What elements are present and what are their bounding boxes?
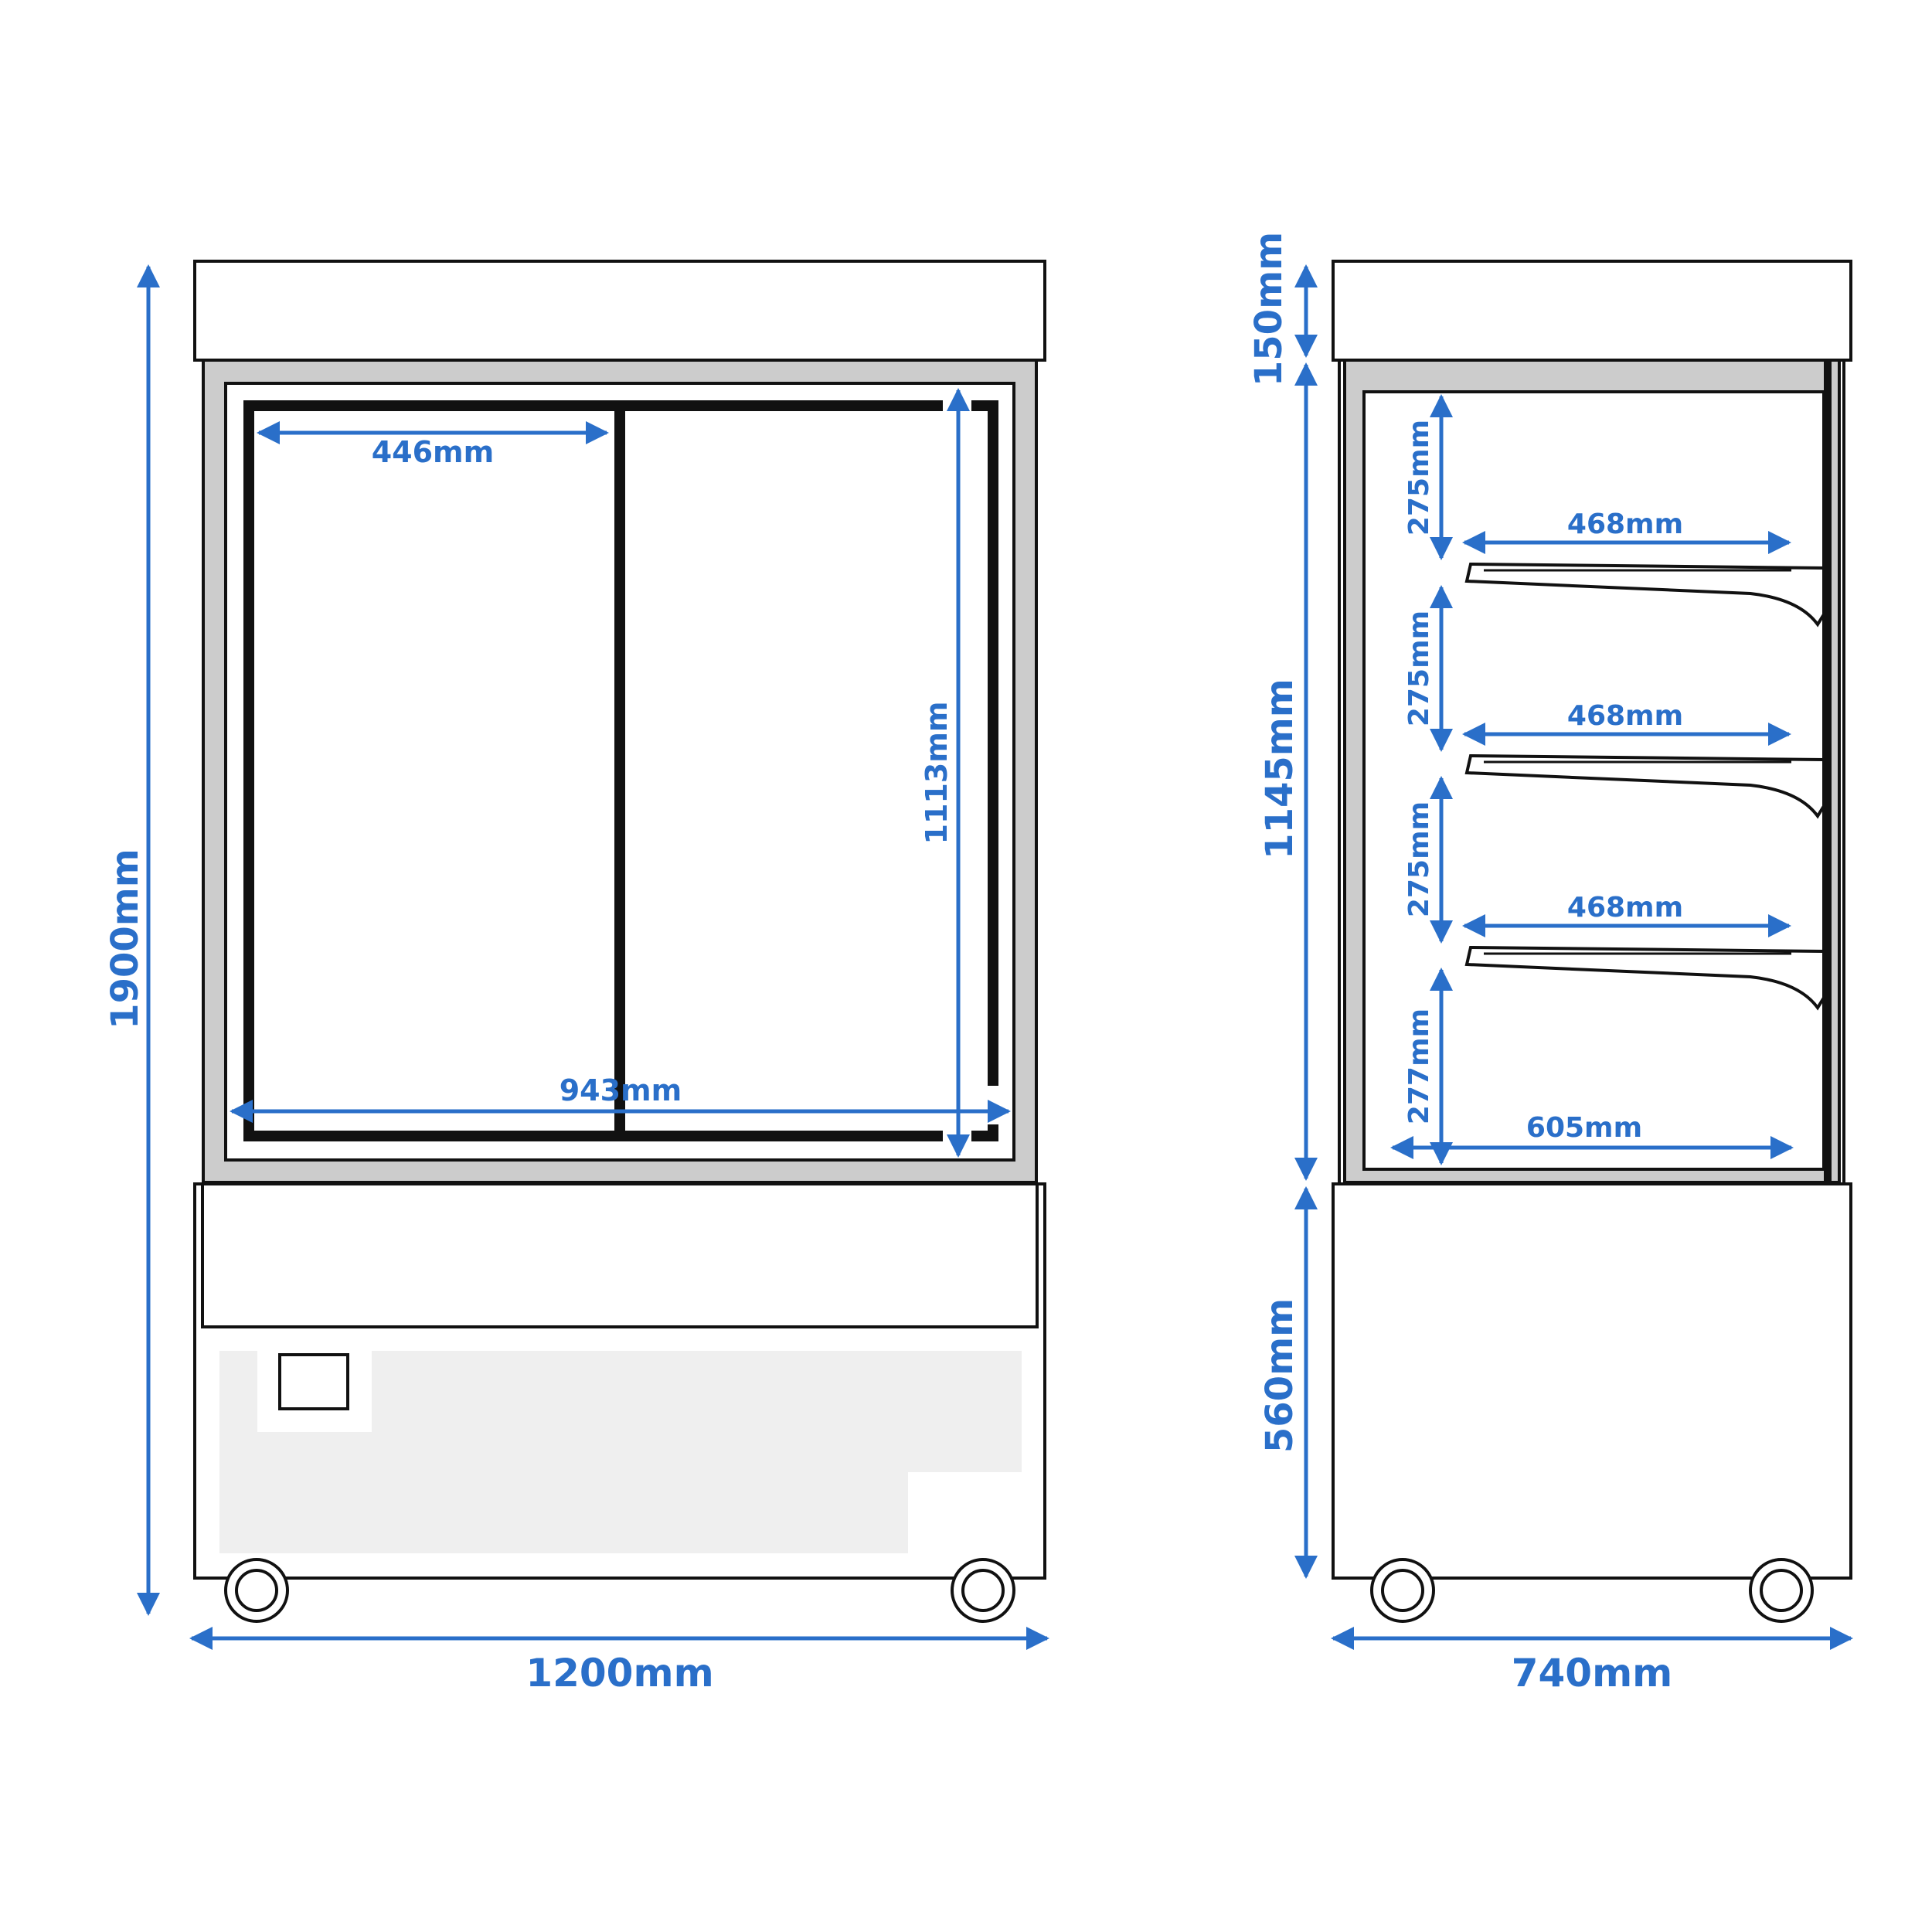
shelf-spacing-label-4: 277mm [1403,1009,1435,1124]
shelf-depth-label-2: 468mm [1567,700,1683,732]
front-width-label: 1200mm [526,1651,713,1696]
display-height-label: 1145mm [1258,679,1301,859]
shelf-depth-label-3: 468mm [1567,892,1683,923]
side-wheel-left [1370,1558,1435,1623]
shelf-spacing-label-1: 275mm [1403,420,1435,536]
front-top-canopy [193,260,1046,362]
left-door [243,400,625,1141]
front-kick-panel [201,1182,1039,1328]
sliding-doors [243,400,998,1141]
top-height-label: 150mm [1247,232,1291,386]
side-base [1332,1182,1852,1580]
right-door [620,400,998,1141]
inner-width-label: 943mm [560,1073,682,1107]
depth-label: 740mm [1512,1651,1673,1696]
front-grille-panel [219,1351,1022,1553]
base-height-label: 560mm [1258,1298,1301,1453]
shelf-3 [1464,945,1825,1011]
inner-height-label: 1113mm [920,702,954,845]
shelf-1 [1464,562,1825,628]
front-wheel-right [951,1558,1015,1623]
shelf-spacing-label-3: 275mm [1403,801,1435,917]
front-wheel-left [224,1558,289,1623]
side-top-canopy [1332,260,1852,362]
front-control-box [278,1353,349,1410]
front-view: 1900mm 1200mm 446mm 943mm 1113mm [104,260,1049,1696]
side-view: 150mm 1145mm 560mm 740mm 275mm 275mm 275… [1247,232,1853,1696]
shelf-spacing-label-2: 275mm [1403,611,1435,726]
shelf-2 [1464,753,1825,819]
shelf-depth-label-1: 468mm [1567,509,1683,540]
front-height-label: 1900mm [104,849,147,1029]
side-wheel-right [1749,1558,1814,1623]
bottom-depth-label: 605mm [1526,1112,1642,1144]
door-width-label: 446mm [372,435,495,469]
